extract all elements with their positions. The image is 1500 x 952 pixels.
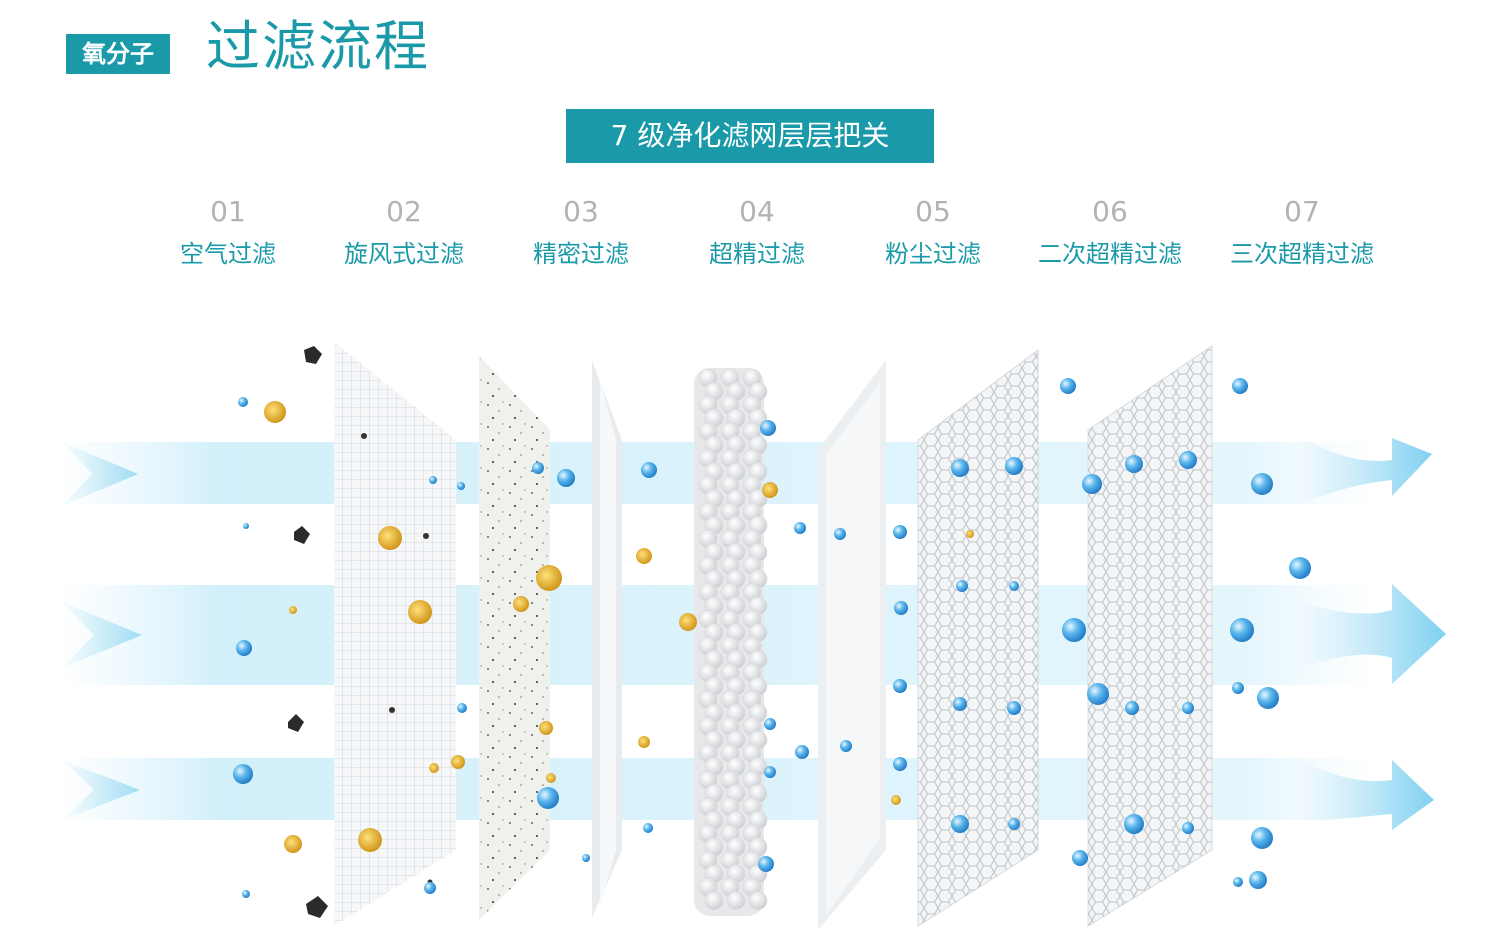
oxygen-bubble	[1251, 827, 1273, 849]
oxygen-bubble	[457, 703, 467, 713]
oxygen-bubbles	[233, 378, 1311, 898]
oxygen-bubble	[429, 476, 437, 484]
oxygen-bubble	[1257, 687, 1279, 709]
step-number: 07	[1284, 195, 1320, 228]
step-7: 07 三次超精过滤	[1212, 196, 1392, 270]
oxygen-bubble	[956, 580, 968, 592]
oxygen-bubble	[233, 764, 253, 784]
oxygen-bubble	[1249, 871, 1267, 889]
oxygen-bubble	[537, 787, 559, 809]
outflow-arrow-icon	[1300, 436, 1446, 830]
oxygen-bubble	[893, 525, 907, 539]
oxygen-bubble	[1125, 455, 1143, 473]
inflow-chevron-icon	[62, 442, 142, 820]
step-name: 三次超精过滤	[1230, 240, 1374, 268]
oxygen-bubble	[1008, 818, 1020, 830]
oxygen-bubble	[582, 854, 590, 862]
filter-ball	[704, 891, 724, 910]
oxygen-bubble	[893, 679, 907, 693]
oxygen-bubble	[1072, 850, 1088, 866]
oxygen-bubble	[236, 640, 252, 656]
filter-layer-7	[1087, 345, 1213, 927]
filter-layer-6	[917, 349, 1039, 927]
step-number: 02	[386, 195, 422, 228]
oxygen-bubble	[1082, 474, 1102, 494]
step-name: 粉尘过滤	[885, 240, 981, 268]
oxygen-bubble	[1125, 701, 1139, 715]
oxygen-bubble	[1009, 581, 1019, 591]
step-name: 超精过滤	[709, 240, 805, 268]
filter-layer-3	[592, 360, 622, 918]
step-1: 01 空气过滤	[138, 196, 318, 270]
filter-layer-4-ball-column	[694, 368, 768, 916]
step-number: 03	[563, 195, 599, 228]
oxygen-bubble	[1233, 877, 1243, 887]
filter-ball	[748, 891, 768, 910]
oxygen-bubble	[953, 697, 967, 711]
oxygen-bubble	[758, 856, 774, 872]
oxygen-bubble	[1060, 378, 1076, 394]
oxygen-bubble	[764, 766, 776, 778]
step-3: 03 精密过滤	[491, 196, 671, 270]
step-name: 旋风式过滤	[344, 240, 464, 268]
step-2: 02 旋风式过滤	[314, 196, 494, 270]
step-number: 05	[915, 195, 951, 228]
oxygen-bubble	[795, 745, 809, 759]
oxygen-bubble	[641, 462, 657, 478]
oxygen-bubble	[1182, 702, 1194, 714]
oxygen-bubble	[794, 522, 806, 534]
oxygen-bubble	[1182, 822, 1194, 834]
subtitle-banner: 7 级净化滤网层层把关	[566, 109, 934, 163]
oxygen-bubble	[1062, 618, 1086, 642]
oxygen-bubble	[1005, 457, 1023, 475]
oxygen-bubble	[1251, 473, 1273, 495]
brand-badge: 氧分子	[66, 34, 170, 74]
oxygen-bubble	[1124, 814, 1144, 834]
oxygen-bubble	[834, 528, 846, 540]
oxygen-bubble	[1230, 618, 1254, 642]
filter-ball	[726, 891, 746, 910]
step-4: 04 超精过滤	[667, 196, 847, 270]
oxygen-bubble	[951, 459, 969, 477]
step-number: 01	[210, 195, 246, 228]
oxygen-bubble	[1289, 557, 1311, 579]
oxygen-bubble	[243, 523, 249, 529]
oxygen-bubble	[764, 718, 776, 730]
filter-layer-5	[818, 360, 886, 930]
filtration-illustration	[60, 342, 1446, 930]
oxygen-bubble	[238, 397, 248, 407]
oxygen-bubble	[643, 823, 653, 833]
dust-particles	[264, 401, 974, 853]
oxygen-bubble	[1007, 701, 1021, 715]
step-number: 04	[739, 195, 775, 228]
oxygen-bubble	[457, 482, 465, 490]
step-name: 二次超精过滤	[1038, 240, 1182, 268]
oxygen-bubble	[242, 890, 250, 898]
oxygen-bubble	[1179, 451, 1197, 469]
filter-layer-1	[334, 342, 456, 926]
oxygen-bubble	[557, 469, 575, 487]
step-6: 06 二次超精过滤	[1020, 196, 1200, 270]
oxygen-bubble	[424, 882, 436, 894]
oxygen-bubble	[893, 757, 907, 771]
oxygen-bubble	[1087, 683, 1109, 705]
oxygen-bubble	[894, 601, 908, 615]
oxygen-bubble	[1232, 682, 1244, 694]
filter-layer-2	[479, 356, 550, 920]
step-name: 空气过滤	[180, 240, 276, 268]
oxygen-bubble	[840, 740, 852, 752]
step-name: 精密过滤	[533, 240, 629, 268]
oxygen-bubble	[760, 420, 776, 436]
oxygen-bubble	[1232, 378, 1248, 394]
step-number: 06	[1092, 195, 1128, 228]
oxygen-bubble	[951, 815, 969, 833]
oxygen-bubble	[532, 462, 544, 474]
page-title: 过滤流程	[206, 15, 430, 78]
step-5: 05 粉尘过滤	[843, 196, 1023, 270]
